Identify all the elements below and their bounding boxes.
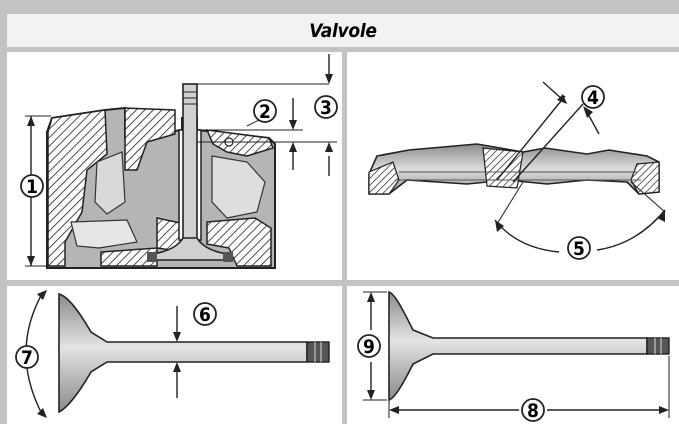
svg-text:7: 7 [21,347,33,369]
angle-arc-5 [494,181,666,253]
cylinder-head-drawing [46,83,276,269]
svg-text:9: 9 [363,336,375,358]
valve-drawing [388,290,670,402]
callout-8: 8 [521,398,545,422]
valve-drawing [58,292,330,414]
callout-9: 9 [357,334,381,358]
valve-seat-panel: 4 5 [347,52,679,280]
svg-text:1: 1 [26,176,38,198]
dimension-line-6 [173,306,181,398]
svg-text:2: 2 [259,101,271,123]
dimension-line-2 [197,98,303,170]
valve-seat-drawing [368,95,660,195]
callout-5: 5 [567,236,591,260]
svg-text:4: 4 [587,87,599,109]
cylinder-head-section-panel: 1 3 [7,52,342,280]
title-bar: Valvole [7,14,679,47]
diagram-title: Valvole [309,19,377,42]
svg-text:5: 5 [573,238,585,260]
svg-text:3: 3 [320,97,332,119]
svg-text:8: 8 [527,400,539,422]
dimension-line-3 [190,54,337,176]
callout-6: 6 [193,302,217,326]
valve-length-panel: 9 8 [347,286,679,424]
dimension-line-9 [363,291,387,401]
callout-4: 4 [581,85,605,109]
callout-2: 2 [253,99,277,123]
valve-stem-panel: 6 7 [7,286,342,424]
svg-text:6: 6 [199,304,211,326]
callout-1: 1 [20,174,44,198]
callout-3: 3 [314,95,338,119]
dimension-line-8 [388,356,670,418]
dimension-line-1 [25,115,51,267]
dimension-line-4 [542,81,600,135]
callout-7: 7 [15,345,39,369]
